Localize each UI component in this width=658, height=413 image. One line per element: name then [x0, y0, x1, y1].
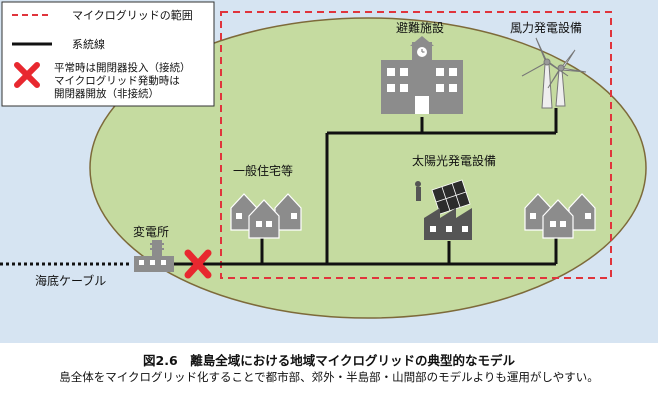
breaker-x-icon	[184, 249, 212, 279]
substation-icon	[134, 240, 174, 272]
island	[89, 17, 647, 319]
legend-breaker-line1: 平常時は開閉器投入（接続）	[54, 61, 191, 74]
shelter-label: 避難施設	[396, 20, 444, 35]
grid-lines	[160, 108, 558, 266]
figure-caption-subtitle: 島全体をマイクログリッド化することで都市部、郊外・半島部・山間部のモデルよりも運…	[59, 370, 599, 384]
solar-label: 太陽光発電設備	[412, 153, 496, 168]
legend: マイクログリッドの範囲 系統線 平常時は開閉器投入（接続） マイクログリッド発動…	[1, 1, 215, 107]
wind-label: 風力発電設備	[510, 20, 582, 35]
wind-turbine-icon	[521, 37, 587, 109]
factory-solar-icon	[415, 179, 472, 240]
legend-breaker-line3: 開閉器開放（非接続）	[54, 87, 159, 100]
school-icon	[381, 36, 463, 114]
substation-label: 変電所	[133, 224, 169, 239]
island-microgrid-diagram: マイクログリッドの範囲 系統線 平常時は開閉器投入（接続） マイクログリッド発動…	[0, 0, 658, 343]
legend-breaker-line2: マイクログリッド発動時は	[54, 74, 180, 87]
figure-caption-title: 図2.6 離島全域における地域マイクログリッドの典型的なモデル	[143, 353, 515, 368]
houses-label: 一般住宅等	[233, 163, 293, 178]
legend-microgrid-label: マイクログリッドの範囲	[72, 8, 193, 22]
legend-grid-line-label: 系統線	[72, 37, 105, 51]
house-icon-right	[524, 193, 596, 239]
microgrid-range-border	[220, 11, 612, 279]
cable-label: 海底ケーブル	[35, 273, 106, 288]
legend-breaker-x-icon	[14, 62, 40, 88]
house-icon	[230, 193, 302, 239]
